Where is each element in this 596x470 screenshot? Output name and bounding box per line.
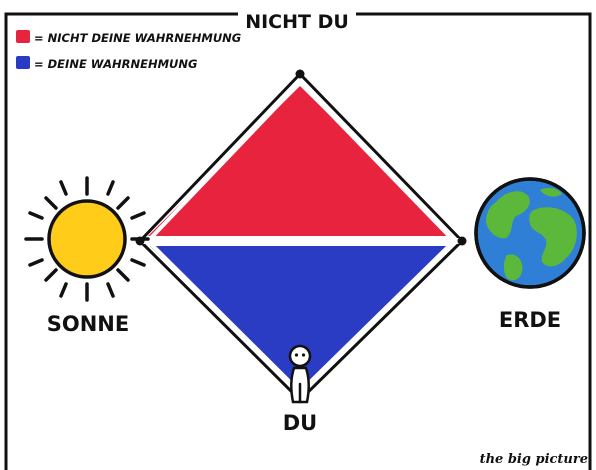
person-label: DU — [283, 411, 317, 435]
page-title: NICHT DU — [245, 11, 349, 33]
earth-icon — [476, 179, 584, 287]
vertex-dot-right — [458, 237, 467, 246]
legend-swatch-perception — [16, 56, 30, 69]
credit-text: the big picture — [480, 452, 588, 467]
legend-label-not-perception: = NICHT DEINE WAHRNEHMUNG — [34, 31, 241, 45]
vertex-dot-top — [296, 70, 305, 79]
earth-label: ERDE — [499, 308, 561, 332]
not-perception-triangle — [148, 86, 452, 236]
legend-label-perception: = DEINE WAHRNEHMUNG — [34, 57, 197, 71]
legend-swatch-not-perception — [16, 30, 30, 43]
person-icon — [290, 346, 310, 402]
sun-icon — [26, 178, 148, 300]
sun-label: SONNE — [47, 312, 129, 336]
legend: = NICHT DEINE WAHRNEHMUNG = DEINE WAHRNE… — [16, 30, 241, 71]
